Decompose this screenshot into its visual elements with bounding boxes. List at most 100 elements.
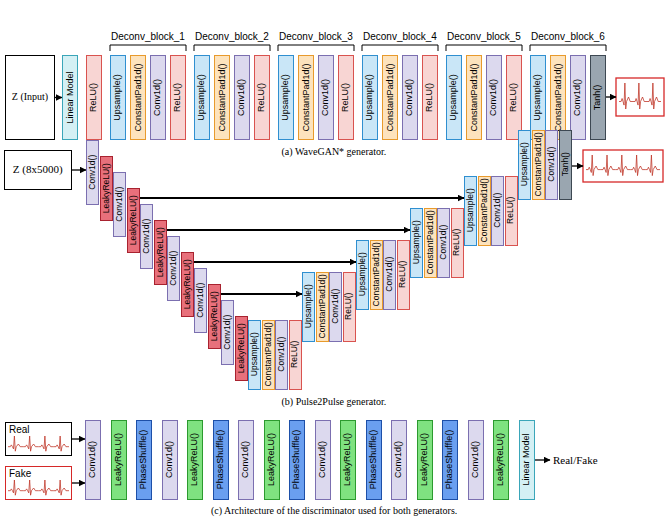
layer-label: PhaseShuffle() xyxy=(216,430,225,489)
leakyrelu-layer: LeakyReLU() xyxy=(127,188,140,253)
leakyrelu-layer: LeakyReLU() xyxy=(181,252,194,317)
leakyrelu-layer: LeakyReLU() xyxy=(264,420,280,500)
layer-label: PhaseShuffle() xyxy=(293,430,302,489)
subfigure-caption: (b) Pulse2Pulse generator. xyxy=(282,396,387,407)
pad-layer: ConstantPad1d() xyxy=(262,320,275,390)
conv-layer: Conv1d() xyxy=(383,240,396,310)
upsample-layer: Upsample() xyxy=(278,55,294,140)
relu-layer: ReLU() xyxy=(289,320,302,390)
layer-label: LeakyReLU() xyxy=(343,433,352,486)
leakyrelu-layer: LeakyReLU() xyxy=(100,156,113,221)
conv-layer: Conv1d() xyxy=(113,172,126,237)
conv-layer: Conv1d() xyxy=(150,55,166,140)
conv-layer: Conv1d() xyxy=(486,55,502,140)
layer-label: Conv1d() xyxy=(169,251,178,286)
layer-label: ConstantPad1d() xyxy=(264,322,273,386)
layer-label: Upsample() xyxy=(281,74,290,121)
relu-layer: ReLU() xyxy=(451,208,464,278)
flow-arrow xyxy=(572,165,584,166)
phaseshuffle-layer: PhaseShuffle() xyxy=(136,420,152,500)
conv-layer: Conv1d() xyxy=(437,208,450,278)
pad-layer: ConstantPad1d() xyxy=(214,55,230,140)
layer-label: ConstantPad1d() xyxy=(318,274,327,338)
flow-arrow xyxy=(72,482,85,483)
layer-label: Upsample() xyxy=(412,221,421,265)
layer-label: ReLU() xyxy=(345,293,354,320)
layer-label: LeakyReLU() xyxy=(237,323,246,373)
layer-label: PhaseShuffle() xyxy=(140,430,149,489)
conv-layer: Conv1d() xyxy=(315,420,331,500)
layer-label: Conv1d() xyxy=(471,441,480,478)
layer-label: Conv1d() xyxy=(385,257,394,292)
conv-layer: Conv1d() xyxy=(162,420,178,500)
real-signal-box: Real xyxy=(5,422,72,456)
flow-arrow xyxy=(55,97,62,98)
output-signal-box xyxy=(616,78,664,116)
pad-layer: ConstantPad1d() xyxy=(550,55,566,140)
layer-label: Real xyxy=(9,425,30,435)
layer-label: Conv1d() xyxy=(165,441,174,478)
layer-label: Conv1d() xyxy=(318,441,327,478)
block-label: Deconv_block_2 xyxy=(195,31,269,42)
upsample-layer: Upsample() xyxy=(518,130,531,200)
subfigure-caption: (c) Architecture of the discriminator us… xyxy=(211,505,457,516)
conv-layer: Conv1d() xyxy=(140,204,153,269)
conv-layer: Conv1d() xyxy=(545,130,558,200)
layer-label: Conv1d() xyxy=(153,79,162,116)
flow-arrow xyxy=(535,459,551,460)
block-label: Deconv_block_6 xyxy=(531,31,605,42)
subfigure-caption: (a) WaveGAN* generator. xyxy=(282,146,387,157)
linear-layer: Linear Model xyxy=(519,420,535,500)
block-label: Deconv_block_3 xyxy=(279,31,353,42)
block-bracket xyxy=(446,45,522,51)
layer-label: ReLU() xyxy=(89,83,98,112)
conv-layer: Conv1d() xyxy=(85,420,101,500)
pad-layer: ConstantPad1d() xyxy=(382,55,398,140)
layer-label: ReLU() xyxy=(341,83,350,112)
layer-label: Conv1d() xyxy=(115,187,124,222)
layer-label: ReLU() xyxy=(257,83,266,112)
layer-label: Conv1d() xyxy=(321,79,330,116)
layer-label: LeakyReLU() xyxy=(183,259,192,309)
layer-label: LeakyReLU() xyxy=(267,433,276,486)
layer-label: Z (8x5000) xyxy=(13,164,63,175)
layer-label: ConstantPad1d() xyxy=(553,63,562,131)
layer-label: Conv1d() xyxy=(489,79,498,116)
layer-label: Conv1d() xyxy=(88,441,97,478)
layer-label: Conv1d() xyxy=(241,441,250,478)
layer-label: LeakyReLU() xyxy=(102,163,111,213)
relu-layer: ReLU() xyxy=(86,55,102,140)
layer-label: Conv1d() xyxy=(196,283,205,318)
conv-layer: Conv1d() xyxy=(194,268,207,333)
conv-layer: Conv1d() xyxy=(221,300,234,365)
layer-label: Conv1d() xyxy=(394,441,403,478)
upsample-layer: Upsample() xyxy=(302,272,315,342)
layer-label: Conv1d() xyxy=(331,289,340,324)
conv-layer: Conv1d() xyxy=(329,272,342,342)
leakyrelu-layer: LeakyReLU() xyxy=(111,420,127,500)
ecg-trace xyxy=(586,155,660,176)
relu-layer: ReLU() xyxy=(343,272,356,342)
layer-label: ConstantPad1d() xyxy=(385,63,394,131)
relu-layer: ReLU() xyxy=(422,55,438,140)
block-bracket xyxy=(362,45,438,51)
output-label: Real/Fake xyxy=(553,454,598,466)
flow-arrow xyxy=(72,438,85,439)
block-label: Deconv_block_5 xyxy=(447,31,521,42)
phaseshuffle-layer: PhaseShuffle() xyxy=(289,420,305,500)
block-bracket xyxy=(194,45,270,51)
block-bracket xyxy=(530,45,606,51)
layer-label: LeakyReLU() xyxy=(129,195,138,245)
relu-layer: ReLU() xyxy=(170,55,186,140)
conv-layer: Conv1d() xyxy=(391,420,407,500)
upsample-layer: Upsample() xyxy=(362,55,378,140)
conv-layer: Conv1d() xyxy=(491,176,504,246)
ecg-trace xyxy=(8,480,69,495)
skip-connection xyxy=(221,293,303,295)
conv-layer: Conv1d() xyxy=(468,420,484,500)
layer-label: Conv1d() xyxy=(439,225,448,260)
skip-connection xyxy=(140,197,465,199)
phaseshuffle-layer: PhaseShuffle() xyxy=(366,420,382,500)
relu-layer: ReLU() xyxy=(505,176,518,246)
